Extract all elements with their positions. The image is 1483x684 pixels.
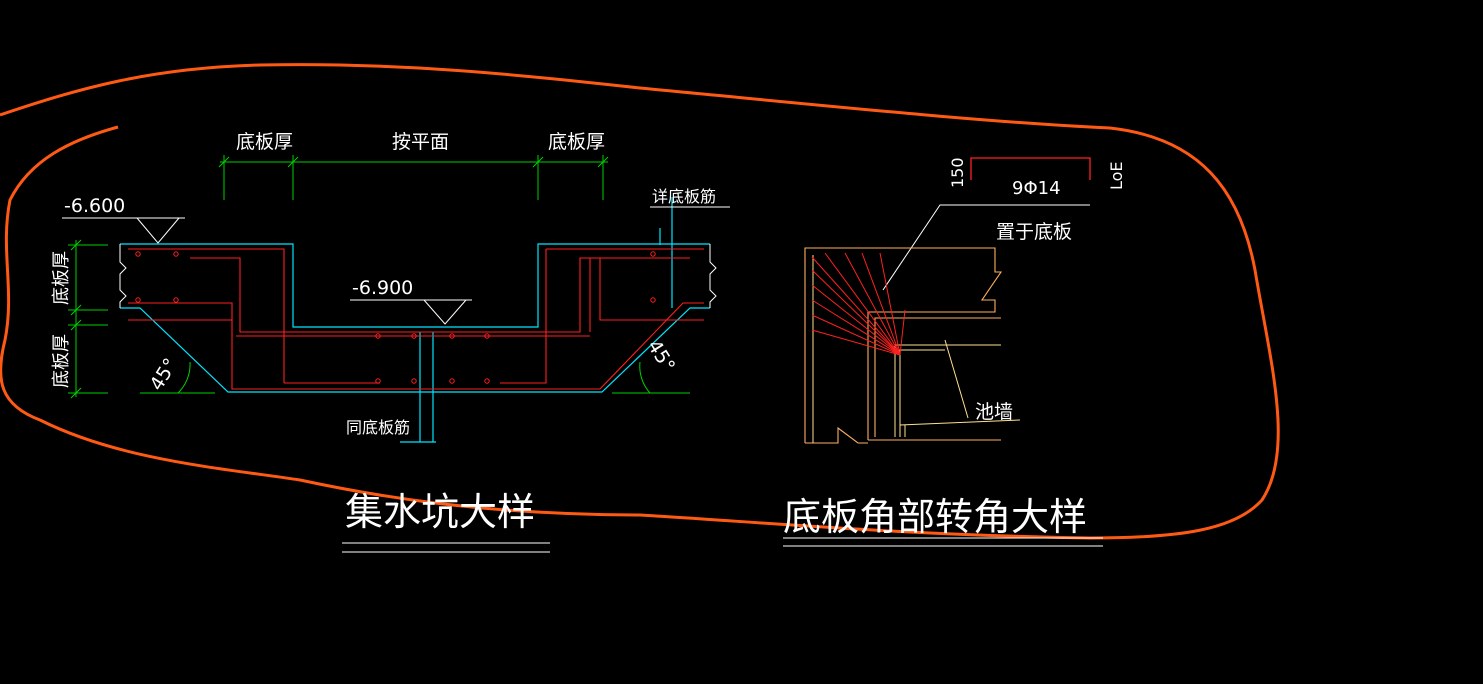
note-see-slab-rebar: 详底板筋 <box>652 187 716 206</box>
top-dimension <box>218 155 609 200</box>
elevation-top: -6.600 <box>64 195 125 217</box>
left-dimension <box>68 239 108 399</box>
pit-detail-title: 集水坑大样 <box>345 490 535 534</box>
angle-right: 45° <box>643 336 680 376</box>
rebar-spec-bracket <box>970 157 1091 180</box>
break-lines <box>119 244 717 308</box>
dim-label-slab-upper: 底板厚 <box>51 251 72 305</box>
corner-detail: 150 9Φ14 LoE 置于底板 <box>783 157 1126 547</box>
angle-marks <box>140 361 690 394</box>
annotation-circle <box>0 63 1280 540</box>
concrete-outline <box>120 197 710 443</box>
dim-label-plan: 按平面 <box>392 131 449 153</box>
leader-line <box>882 204 1090 291</box>
note-pool-wall: 池墙 <box>975 401 1013 423</box>
dim-150: 150 <box>948 157 967 188</box>
note-same-slab-rebar: 同底板筋 <box>346 418 410 437</box>
elevation-marker-bottom <box>350 299 472 325</box>
dim-loe: LoE <box>1107 161 1126 190</box>
rebar-lines <box>128 248 704 390</box>
dim-label-slab-left: 底板厚 <box>236 131 293 153</box>
elevation-marker-top <box>62 217 185 244</box>
rebar-dots <box>135 251 656 384</box>
angle-left: 45° <box>146 354 183 394</box>
rebar-spec: 9Φ14 <box>1012 178 1061 199</box>
corner-detail-title: 底板角部转角大样 <box>783 495 1087 539</box>
dim-label-slab-right: 底板厚 <box>548 131 605 153</box>
dim-label-slab-lower: 底板厚 <box>51 334 72 388</box>
corner-rebars <box>811 252 906 356</box>
note-place-in-slab: 置于底板 <box>996 221 1072 243</box>
elevation-bottom: -6.900 <box>352 277 413 299</box>
wall-outline <box>804 247 1003 444</box>
pit-detail: 底板厚 按平面 底板厚 底板厚 底板厚 -6.600 -6.900 <box>51 131 730 553</box>
